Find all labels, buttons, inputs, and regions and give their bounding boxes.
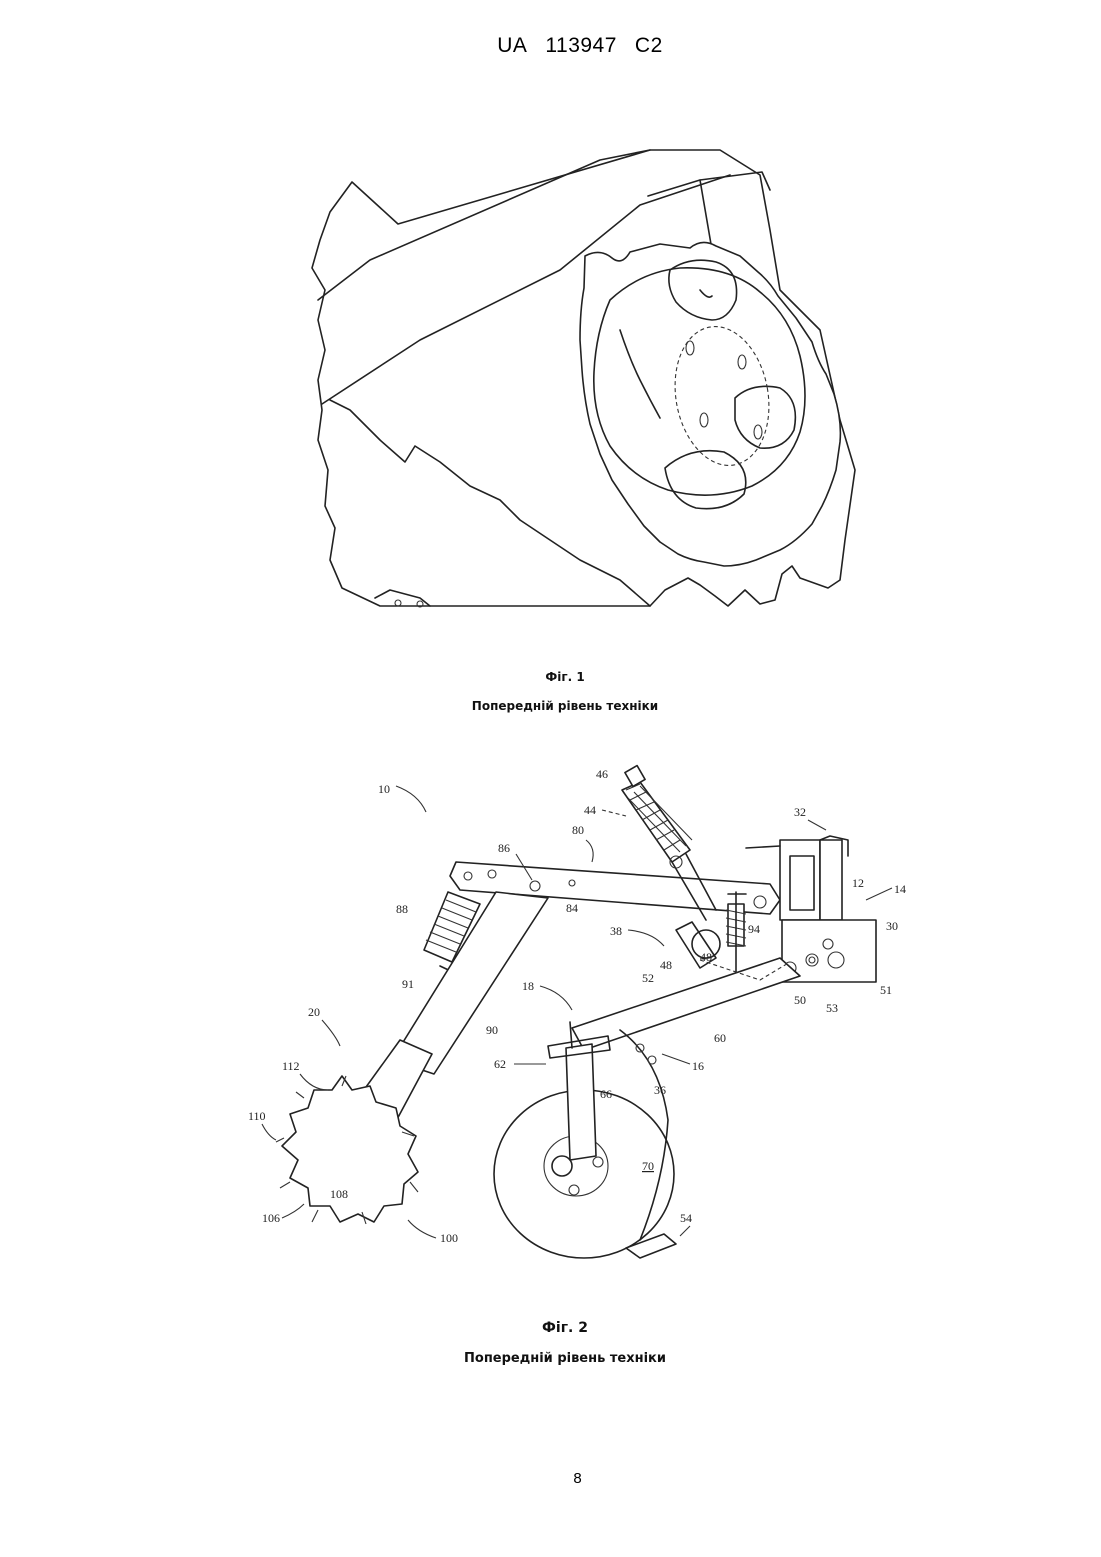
ref-110: 110 — [248, 1109, 266, 1123]
ref-62: 62 — [494, 1057, 506, 1071]
ref-18: 18 — [522, 979, 534, 993]
figure-2-caption: Фіг. 2 — [0, 1320, 1101, 1336]
ref-50: 50 — [794, 993, 806, 1007]
ref-112: 112 — [282, 1059, 300, 1073]
ref-80: 80 — [572, 823, 584, 837]
ref-106: 106 — [262, 1211, 280, 1225]
figure-2-subcaption: Попередній рівень техніки — [0, 1351, 1101, 1366]
ref-100: 100 — [440, 1231, 458, 1245]
ref-108: 108 — [330, 1187, 348, 1201]
page-number: 8 — [0, 1470, 1101, 1487]
ref-48-b: 48 — [700, 950, 712, 964]
patent-number: 113947 — [545, 34, 617, 58]
ref-88: 88 — [396, 902, 408, 916]
figure-2-drawing: 10 46 44 32 80 86 12 14 88 84 38 94 30 4… — [240, 755, 920, 1275]
patent-kind: C2 — [635, 34, 663, 58]
ref-66: 66 — [600, 1087, 612, 1101]
country-code: UA — [497, 34, 527, 58]
ref-30: 30 — [886, 919, 898, 933]
ref-52: 52 — [642, 971, 654, 985]
ref-36: 36 — [654, 1083, 666, 1097]
patent-header: UA 113947 C2 — [0, 34, 1101, 58]
figure-1-drawing — [290, 140, 870, 620]
ref-46: 46 — [596, 767, 608, 781]
ref-91: 91 — [402, 977, 414, 991]
ref-48-a: 48 — [660, 958, 672, 972]
ref-60: 60 — [714, 1031, 726, 1045]
ref-12: 12 — [852, 876, 864, 890]
ref-90: 90 — [486, 1023, 498, 1037]
figure-1-subcaption: Попередній рівень техніки — [0, 699, 1101, 713]
ref-44: 44 — [584, 803, 596, 817]
ref-53: 53 — [826, 1001, 838, 1015]
ref-84: 84 — [566, 901, 578, 915]
ref-86: 86 — [498, 841, 510, 855]
ref-94: 94 — [748, 922, 760, 936]
ref-54: 54 — [680, 1211, 692, 1225]
ref-14: 14 — [894, 882, 906, 896]
ref-32: 32 — [794, 805, 806, 819]
ref-51: 51 — [880, 983, 892, 997]
ref-10: 10 — [378, 782, 390, 796]
ref-16: 16 — [692, 1059, 704, 1073]
ref-20: 20 — [308, 1005, 320, 1019]
ref-70: 70 — [642, 1159, 654, 1173]
figure-1-caption: Фіг. 1 — [0, 670, 1101, 684]
ref-38: 38 — [610, 924, 622, 938]
